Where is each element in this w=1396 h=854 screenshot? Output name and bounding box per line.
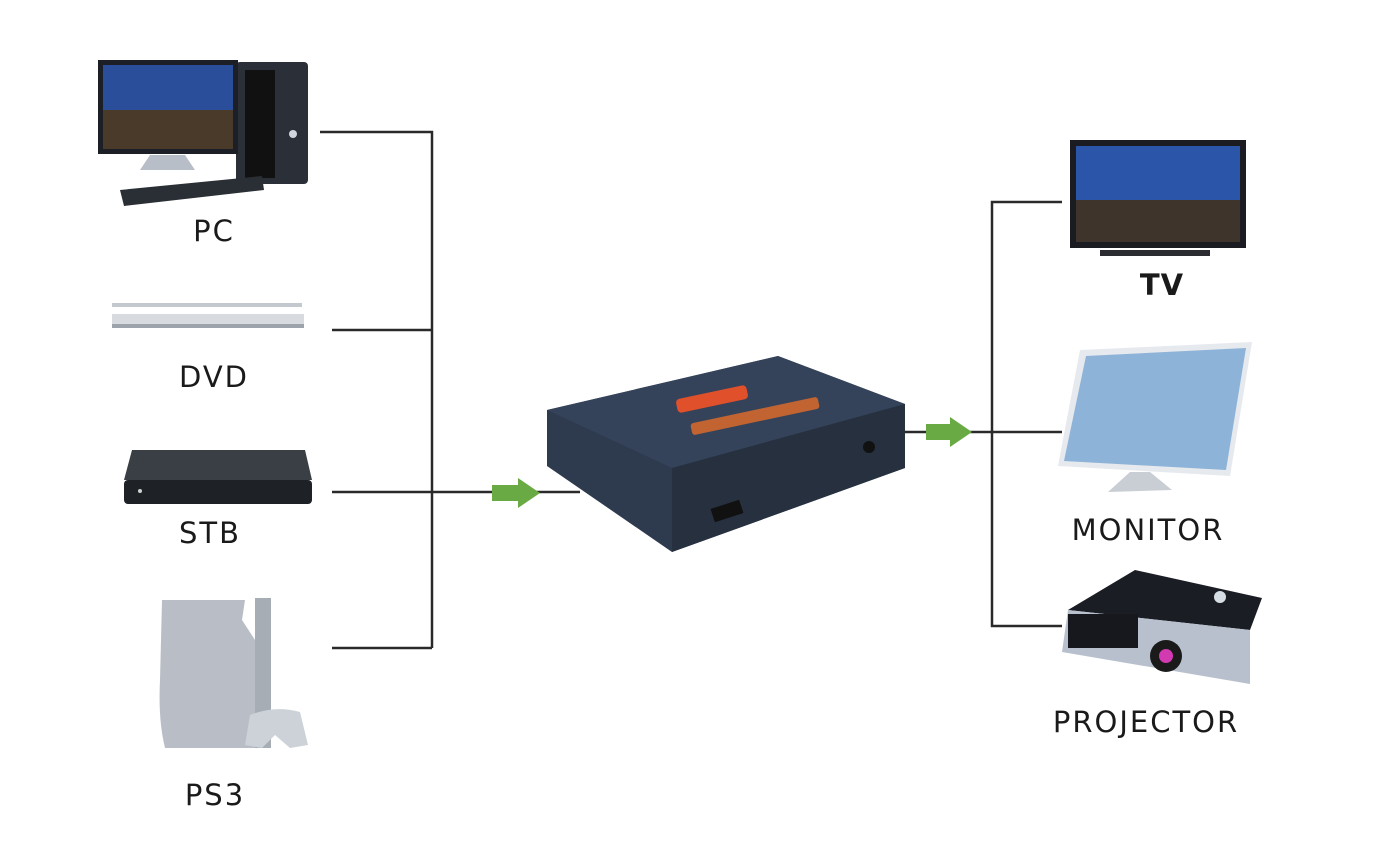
source-label-stb: STB [178,516,242,550]
stb-device [124,450,312,504]
source-label-pc: PC [193,214,235,248]
output-label-tv: TV [1139,268,1185,302]
output-arrow-icon [926,417,972,447]
dvd-device [112,303,304,328]
monitor-device [1058,342,1252,492]
input-arrow-icon [492,478,540,508]
output-connectors [905,200,1062,628]
edge-bus-tv [990,200,1062,628]
tv-device [1070,140,1246,256]
switch-device [547,356,905,552]
projector-device [1062,570,1262,684]
pc-device [98,60,308,206]
ps3-device [159,598,308,748]
input-connectors [320,130,580,650]
source-label-ps3: PS3 [184,778,246,812]
output-label-monitor: MONITOR [1071,513,1225,547]
edge-pc-bus [320,130,434,648]
output-label-projector: PROJECTOR [1052,705,1240,739]
source-label-dvd: DVD [179,360,249,394]
